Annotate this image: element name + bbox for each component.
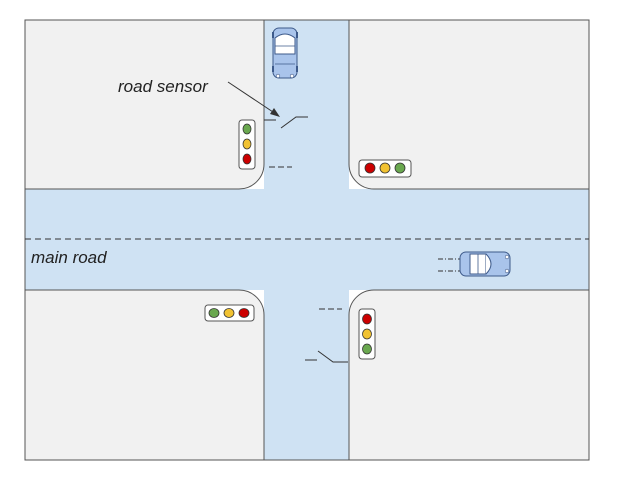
main-road-label: main road xyxy=(31,248,107,267)
light-green xyxy=(394,162,406,174)
traffic-light-south-east xyxy=(358,308,376,360)
block-top-right xyxy=(348,19,590,190)
road-sensor-bottom xyxy=(305,308,348,363)
road-sensor-top xyxy=(264,116,308,168)
car-horizontal xyxy=(438,251,511,277)
traffic-light-north-west xyxy=(238,119,256,170)
light-yellow xyxy=(242,138,252,150)
light-green xyxy=(242,123,252,135)
cross-road xyxy=(264,20,349,460)
light-yellow xyxy=(362,328,372,340)
sensor-pointer-arrowhead xyxy=(270,108,280,117)
light-red xyxy=(362,313,372,325)
light-green xyxy=(208,308,220,318)
car-vertical xyxy=(272,27,298,79)
light-yellow xyxy=(223,308,235,318)
block-top-left xyxy=(24,19,265,190)
traffic-light-south-west xyxy=(204,304,255,322)
traffic-light-north-east xyxy=(358,159,412,178)
light-red xyxy=(364,162,376,174)
road-sensor-label: road sensor xyxy=(118,77,209,96)
light-red xyxy=(238,308,250,318)
block-bottom-left xyxy=(24,289,265,461)
light-yellow xyxy=(379,162,391,174)
light-red xyxy=(242,153,252,165)
block-bottom-right xyxy=(348,289,590,461)
light-green xyxy=(362,343,372,355)
sensor-pointer-arrow xyxy=(227,81,277,115)
